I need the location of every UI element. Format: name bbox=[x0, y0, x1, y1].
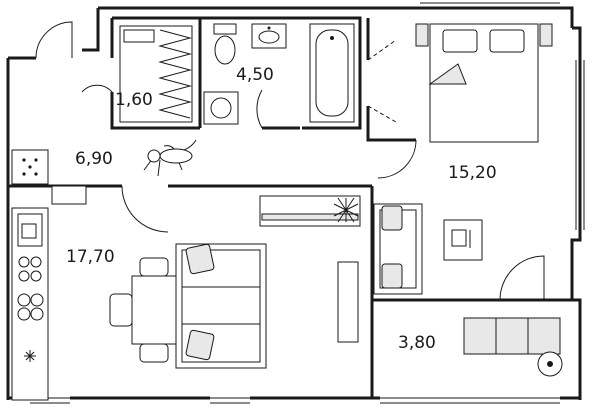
area-label-balcony: 3,80 bbox=[398, 333, 436, 353]
round-table-icon bbox=[537, 351, 563, 377]
kitchen-sink-icon bbox=[17, 213, 43, 247]
area-label-hallway: 6,90 bbox=[75, 149, 113, 169]
kitchen-units bbox=[11, 149, 87, 401]
stove-icon bbox=[18, 256, 42, 282]
oven-icon bbox=[17, 293, 44, 321]
area-label-bedroom: 15,20 bbox=[448, 163, 497, 183]
area-label-kitchen-living: 17,70 bbox=[66, 247, 115, 267]
plant-icon bbox=[333, 197, 359, 223]
desk-icon bbox=[443, 219, 483, 261]
sink-icon bbox=[251, 23, 287, 49]
windows bbox=[30, 2, 585, 404]
area-label-storage: 1,60 bbox=[115, 90, 153, 110]
wardrobe-icon bbox=[119, 25, 193, 123]
washing-machine-icon bbox=[203, 91, 239, 125]
sofa-icon bbox=[175, 243, 267, 369]
toilet-icon bbox=[213, 23, 237, 65]
armchair-icon bbox=[373, 203, 423, 295]
dining-table-icon bbox=[109, 257, 179, 363]
dog-icon bbox=[143, 139, 197, 177]
bathtub-icon bbox=[309, 23, 355, 123]
bed-icon bbox=[415, 23, 553, 143]
door-swings bbox=[35, 21, 545, 301]
fridge-icon bbox=[22, 158, 38, 176]
area-label-bathroom: 4,50 bbox=[236, 65, 274, 85]
lounger-icon bbox=[463, 317, 561, 355]
tv-icon bbox=[259, 195, 361, 343]
